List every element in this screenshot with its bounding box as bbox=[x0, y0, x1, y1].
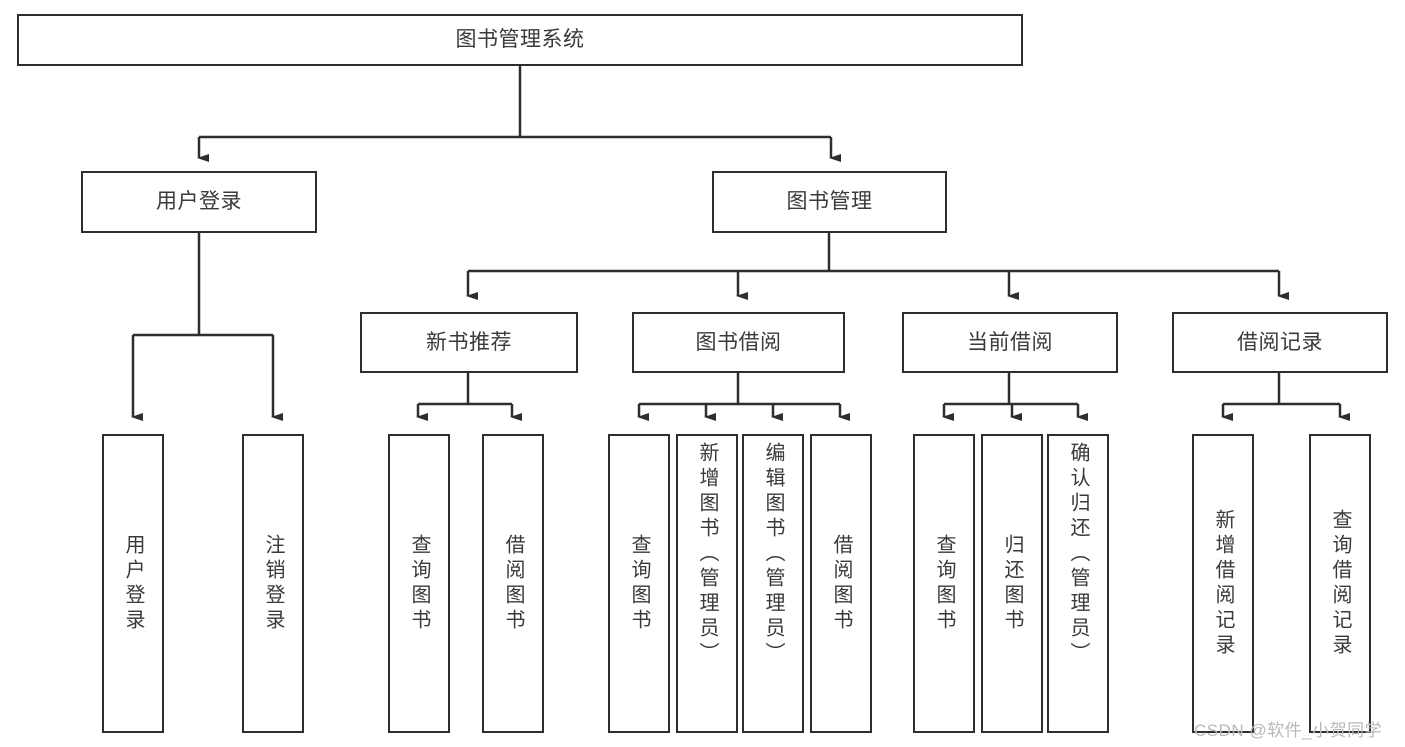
node-label: 借阅图书 bbox=[502, 533, 524, 634]
node-label: 查询借阅记录 bbox=[1329, 508, 1351, 659]
node-label: 查询图书 bbox=[933, 533, 955, 634]
leaf-borrow-book[interactable]: 借阅图书 bbox=[810, 434, 872, 733]
node-label: 图书管理系统 bbox=[455, 28, 585, 52]
leaf-query-book-current[interactable]: 查询图书 bbox=[913, 434, 975, 733]
node-book-management[interactable]: 图书管理 bbox=[712, 171, 947, 233]
node-label: 新增图书（管理员） bbox=[696, 442, 718, 667]
node-label: 查询图书 bbox=[408, 533, 430, 634]
node-label: 注销登录 bbox=[262, 533, 284, 634]
leaf-query-borrow-record[interactable]: 查询借阅记录 bbox=[1309, 434, 1371, 733]
node-label: 当前借阅 bbox=[967, 330, 1053, 354]
node-new-book-recommend[interactable]: 新书推荐 bbox=[360, 312, 578, 373]
csdn-watermark: CSDN @软件_小贺同学 bbox=[1194, 721, 1383, 740]
leaf-edit-book-admin[interactable]: 编辑图书（管理员） bbox=[742, 434, 804, 733]
leaf-add-book-admin[interactable]: 新增图书（管理员） bbox=[676, 434, 738, 733]
leaf-user-login[interactable]: 用户登录 bbox=[102, 434, 164, 733]
node-book-borrow[interactable]: 图书借阅 bbox=[632, 312, 845, 373]
node-label: 新书推荐 bbox=[426, 330, 512, 354]
node-label: 用户登录 bbox=[122, 533, 144, 634]
node-user-login[interactable]: 用户登录 bbox=[81, 171, 317, 233]
node-current-borrow[interactable]: 当前借阅 bbox=[902, 312, 1118, 373]
node-label: 编辑图书（管理员） bbox=[762, 442, 784, 667]
leaf-borrow-book-recommend[interactable]: 借阅图书 bbox=[482, 434, 544, 733]
leaf-add-borrow-record[interactable]: 新增借阅记录 bbox=[1192, 434, 1254, 733]
leaf-query-book-borrow[interactable]: 查询图书 bbox=[608, 434, 670, 733]
node-label: 确认归还（管理员） bbox=[1067, 442, 1089, 667]
node-label: 新增借阅记录 bbox=[1212, 508, 1234, 659]
leaf-query-book-recommend[interactable]: 查询图书 bbox=[388, 434, 450, 733]
leaf-user-logout[interactable]: 注销登录 bbox=[242, 434, 304, 733]
node-label: 用户登录 bbox=[156, 190, 242, 214]
node-borrow-record[interactable]: 借阅记录 bbox=[1172, 312, 1388, 373]
node-label: 图书借阅 bbox=[695, 330, 782, 354]
leaf-confirm-return-admin[interactable]: 确认归还（管理员） bbox=[1047, 434, 1109, 733]
leaf-return-book[interactable]: 归还图书 bbox=[981, 434, 1043, 733]
node-label: 归还图书 bbox=[1001, 533, 1023, 634]
node-root-system[interactable]: 图书管理系统 bbox=[17, 14, 1023, 66]
node-label: 图书管理 bbox=[786, 190, 873, 214]
node-label: 借阅记录 bbox=[1237, 330, 1323, 354]
node-label: 查询图书 bbox=[628, 533, 650, 634]
node-label: 借阅图书 bbox=[830, 533, 852, 634]
